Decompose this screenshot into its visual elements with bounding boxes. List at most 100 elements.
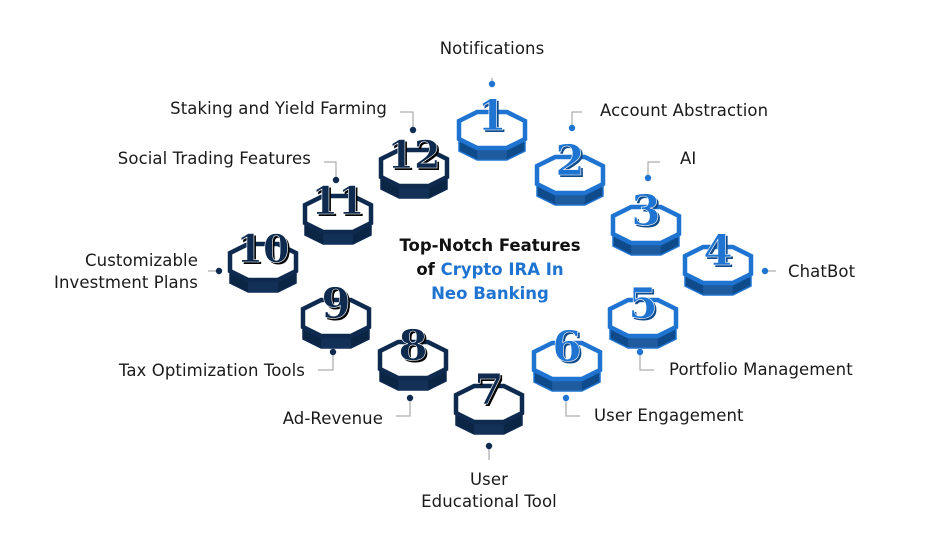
- feature-tile-3: 33: [610, 186, 682, 256]
- title-line-3: Neo Banking: [431, 284, 549, 303]
- tile-front: [628, 336, 658, 348]
- feature-number-shadow: 7: [476, 367, 505, 416]
- feature-number-shadow: 3: [633, 188, 662, 237]
- feature-number-shadow: 11: [314, 180, 367, 225]
- connector-2: [568, 111, 582, 132]
- connector-8: [396, 394, 414, 417]
- feature-tile-5: 55: [607, 279, 679, 349]
- feature-label-line: Customizable: [85, 251, 198, 270]
- feature-label-3: AI: [680, 148, 696, 170]
- connector-dot: [636, 348, 644, 356]
- connector-1: [488, 78, 496, 88]
- feature-label-line: Social Trading Features: [117, 149, 311, 168]
- tile-front: [398, 378, 428, 390]
- tile-top: [227, 241, 299, 283]
- connector-10: [208, 267, 223, 275]
- feature-tile-8: 88: [377, 321, 449, 391]
- feature-tile-6: 66: [531, 322, 603, 392]
- connector-dot: [406, 394, 414, 402]
- tile-front: [321, 336, 351, 348]
- tile-top: [682, 244, 754, 286]
- tile-top: [456, 109, 528, 151]
- feature-label-11: Social Trading Features: [118, 148, 311, 170]
- feature-number-shadow: 10: [239, 228, 292, 273]
- feature-number-shadow: 5: [630, 281, 659, 330]
- tile-front: [323, 232, 353, 244]
- connector-5: [636, 348, 654, 371]
- feature-number-shadow: 6: [554, 324, 583, 373]
- feature-label-line: Staking and Yield Farming: [170, 99, 387, 118]
- tile-top: [453, 383, 525, 425]
- feature-label-9: Tax Optimization Tools: [119, 360, 305, 382]
- feature-number: 4: [703, 226, 732, 275]
- feature-label-line: Ad-Revenue: [282, 409, 383, 428]
- feature-label-2: Account Abstraction: [600, 100, 768, 122]
- feature-number: 9: [321, 279, 350, 328]
- title-line-1: Top-Notch Features: [399, 236, 581, 255]
- connector-dot: [562, 394, 570, 402]
- feature-label-line: AI: [680, 149, 697, 168]
- feature-number: 2: [555, 136, 584, 185]
- connector-line: [571, 111, 582, 128]
- feature-label-line: ChatBot: [788, 262, 856, 281]
- feature-tile-2: 22: [534, 136, 606, 206]
- feature-label-line: Notifications: [439, 39, 545, 58]
- feature-number-shadow: 8: [400, 323, 429, 372]
- feature-tile-4: 44: [682, 226, 754, 296]
- connectors-layer: [208, 78, 776, 460]
- feature-label-6: User Engagement: [594, 405, 744, 427]
- connector-dot: [329, 348, 337, 356]
- connector-dot: [409, 126, 417, 134]
- tile-top: [534, 154, 606, 196]
- connector-line: [639, 352, 654, 371]
- feature-label-line: User: [469, 470, 508, 489]
- feature-label-1: Notifications: [392, 38, 592, 60]
- connector-9: [318, 348, 337, 371]
- title-line-2-prefix: of: [416, 260, 441, 279]
- connector-4: [761, 267, 776, 275]
- feature-number: 11: [312, 178, 365, 223]
- tile-front: [248, 280, 278, 292]
- tile-front: [474, 422, 504, 434]
- connector-dot: [215, 267, 223, 275]
- feature-label-line: Account Abstraction: [600, 101, 769, 120]
- tile-front: [555, 193, 585, 205]
- connector-dot: [488, 80, 496, 88]
- feature-tile-9: 99: [300, 279, 372, 349]
- feature-number-shadow: 2: [557, 138, 586, 187]
- title-line-2-accent: Crypto IRA In: [440, 260, 564, 279]
- tile-front: [552, 379, 582, 391]
- feature-label-line: Tax Optimization Tools: [118, 361, 305, 380]
- connector-line: [324, 161, 337, 180]
- feature-number: 7: [474, 365, 503, 414]
- feature-label-4: ChatBot: [788, 261, 855, 283]
- tile-top: [302, 193, 374, 235]
- connector-7: [485, 442, 493, 460]
- title-line-2: of Crypto IRA In: [370, 258, 610, 282]
- tile-top: [377, 339, 449, 381]
- feature-number-shadow: 4: [705, 228, 734, 277]
- connector-dot: [485, 442, 493, 450]
- feature-label-line: User Engagement: [594, 406, 744, 425]
- feature-number: 8: [398, 321, 427, 370]
- connector-dot: [644, 174, 652, 182]
- tile-top: [610, 204, 682, 246]
- feature-number: 10: [237, 226, 290, 271]
- connector-3: [644, 161, 660, 182]
- feature-number-shadow: 12: [390, 134, 443, 179]
- feature-label-8: Ad-Revenue: [283, 408, 383, 430]
- feature-label-line: Investment Plans: [53, 273, 198, 292]
- feature-number-shadow: 1: [479, 93, 508, 142]
- feature-label-line: Portfolio Management: [669, 360, 853, 379]
- connector-line: [400, 111, 414, 130]
- tile-top: [607, 297, 679, 339]
- connector-11: [324, 161, 340, 184]
- feature-number: 1: [477, 91, 506, 140]
- connector-line: [647, 161, 660, 178]
